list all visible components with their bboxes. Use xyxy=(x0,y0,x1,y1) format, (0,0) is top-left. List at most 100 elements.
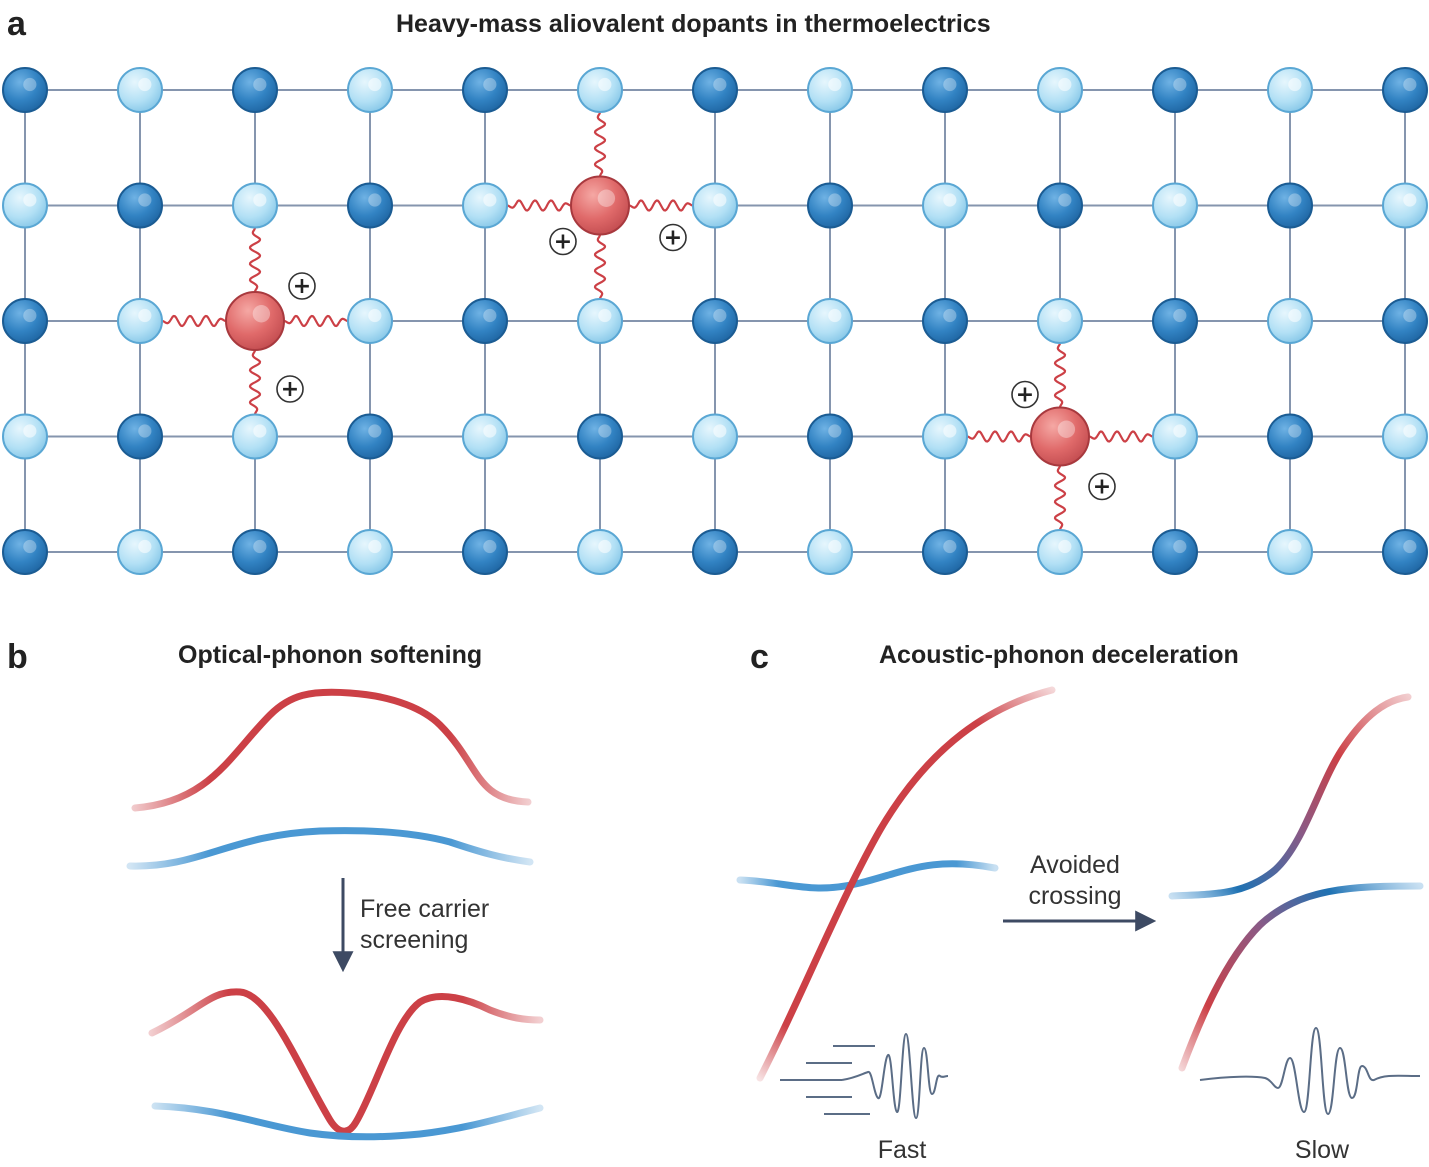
atom-sphere xyxy=(1267,67,1313,113)
atom-highlight xyxy=(483,193,497,207)
host-atom-dark xyxy=(462,298,508,344)
host-atom-light xyxy=(1382,182,1428,229)
atom-sphere xyxy=(922,67,968,113)
host-atom-dark xyxy=(1152,529,1198,575)
optical-branch-before xyxy=(131,688,532,812)
charge-circle xyxy=(1088,472,1116,501)
atom-sphere xyxy=(2,413,48,460)
host-atom-dark xyxy=(807,182,853,229)
atom-highlight xyxy=(138,539,152,554)
atom-sphere xyxy=(692,529,738,575)
atom-sphere xyxy=(2,67,48,113)
atom-highlight xyxy=(1058,308,1072,323)
panel-c-dispersion xyxy=(736,686,1424,1120)
hole-charges: ++++++ xyxy=(276,223,1116,501)
atom-highlight xyxy=(368,539,382,554)
atom-sphere xyxy=(1267,413,1313,460)
atom-sphere xyxy=(577,529,623,575)
atom-highlight xyxy=(598,539,612,554)
atom-sphere xyxy=(117,298,163,344)
host-atom-light xyxy=(577,298,623,344)
avoided-crossing-label-line1: Avoided xyxy=(1030,851,1120,879)
host-atom-light xyxy=(1267,529,1313,575)
dopant-spring xyxy=(1053,465,1067,531)
host-atom-dark xyxy=(117,182,163,229)
fast-wave-packet xyxy=(780,1032,949,1120)
atom-sphere xyxy=(462,67,508,113)
atom-highlight xyxy=(943,77,957,92)
atom-highlight xyxy=(23,424,37,438)
atom-sphere xyxy=(462,298,508,344)
atom-sphere xyxy=(692,67,738,113)
atom-sphere xyxy=(462,529,508,575)
avoided-crossing-label-line2: crossing xyxy=(1028,882,1122,910)
host-atom-dark xyxy=(692,67,738,113)
atom-highlight xyxy=(1173,539,1187,554)
panel-c-title: Acoustic-phonon deceleration xyxy=(879,641,1239,669)
atom-sphere xyxy=(807,298,853,344)
atom-sphere xyxy=(1037,298,1083,344)
charge-circle xyxy=(276,375,304,403)
host-atom-dark xyxy=(692,529,738,575)
atom-highlight xyxy=(598,308,612,323)
atom-sphere xyxy=(1037,67,1083,113)
atom-highlight xyxy=(1173,193,1187,207)
host-atom-light xyxy=(577,67,623,113)
atom-highlight xyxy=(828,193,842,207)
atom-sphere xyxy=(117,529,163,575)
atom-highlight xyxy=(943,424,957,438)
charge-symbol: + xyxy=(1016,383,1034,408)
dopant-spring xyxy=(506,199,572,212)
atom-sphere xyxy=(1382,67,1428,113)
atom-sphere xyxy=(570,175,630,236)
atom-sphere xyxy=(692,182,738,229)
atom-sphere xyxy=(347,529,393,575)
atom-sphere xyxy=(807,413,853,460)
atom-sphere xyxy=(577,413,623,460)
panel-b-letter: b xyxy=(7,638,28,676)
host-atom-dark xyxy=(1267,182,1313,229)
atom-sphere xyxy=(922,182,968,229)
host-atom-light xyxy=(807,67,853,113)
atom-highlight xyxy=(598,77,612,92)
host-atom-dark xyxy=(232,529,278,575)
atom-sphere xyxy=(577,67,623,113)
atom-highlight xyxy=(1058,193,1072,207)
atom-sphere xyxy=(1267,298,1313,344)
atom-sphere xyxy=(1382,182,1428,229)
hybridized-upper-branch xyxy=(1168,693,1412,900)
atom-highlight xyxy=(138,308,152,323)
host-atom-dark xyxy=(1382,298,1428,344)
host-atom-dark xyxy=(347,182,393,229)
atom-sphere xyxy=(1152,182,1198,229)
atom-highlight xyxy=(138,424,152,438)
atom-sphere xyxy=(462,182,508,229)
atom-highlight xyxy=(368,77,382,92)
atom-highlight xyxy=(1403,539,1417,554)
free-carrier-label-line2: screening xyxy=(360,926,469,954)
host-atom-dark xyxy=(922,67,968,113)
atom-sphere xyxy=(1267,529,1313,575)
host-atom-light xyxy=(347,298,393,344)
atom-highlight xyxy=(713,424,727,438)
host-atom-light xyxy=(692,182,738,229)
host-atom-light xyxy=(1267,67,1313,113)
fast-caption: Fast xyxy=(877,1136,927,1164)
dopant-atom xyxy=(225,291,285,351)
hybridized-lower-branch xyxy=(1178,882,1424,1072)
charge-circle xyxy=(549,227,577,256)
atom-highlight xyxy=(713,77,727,92)
atom-sphere xyxy=(347,182,393,229)
dopant-spring xyxy=(628,199,694,212)
host-atom-dark xyxy=(1152,67,1198,113)
atom-sphere xyxy=(1382,529,1428,575)
dopant-spring xyxy=(283,314,349,328)
panel-a-letter: a xyxy=(7,5,26,43)
atom-highlight xyxy=(713,193,727,207)
host-atom-dark xyxy=(462,529,508,575)
atom-highlight xyxy=(23,308,37,323)
atom-sphere xyxy=(232,67,278,113)
atom-highlight xyxy=(1288,77,1302,92)
atom-highlight xyxy=(1403,424,1417,438)
dopant-spring xyxy=(593,111,607,177)
